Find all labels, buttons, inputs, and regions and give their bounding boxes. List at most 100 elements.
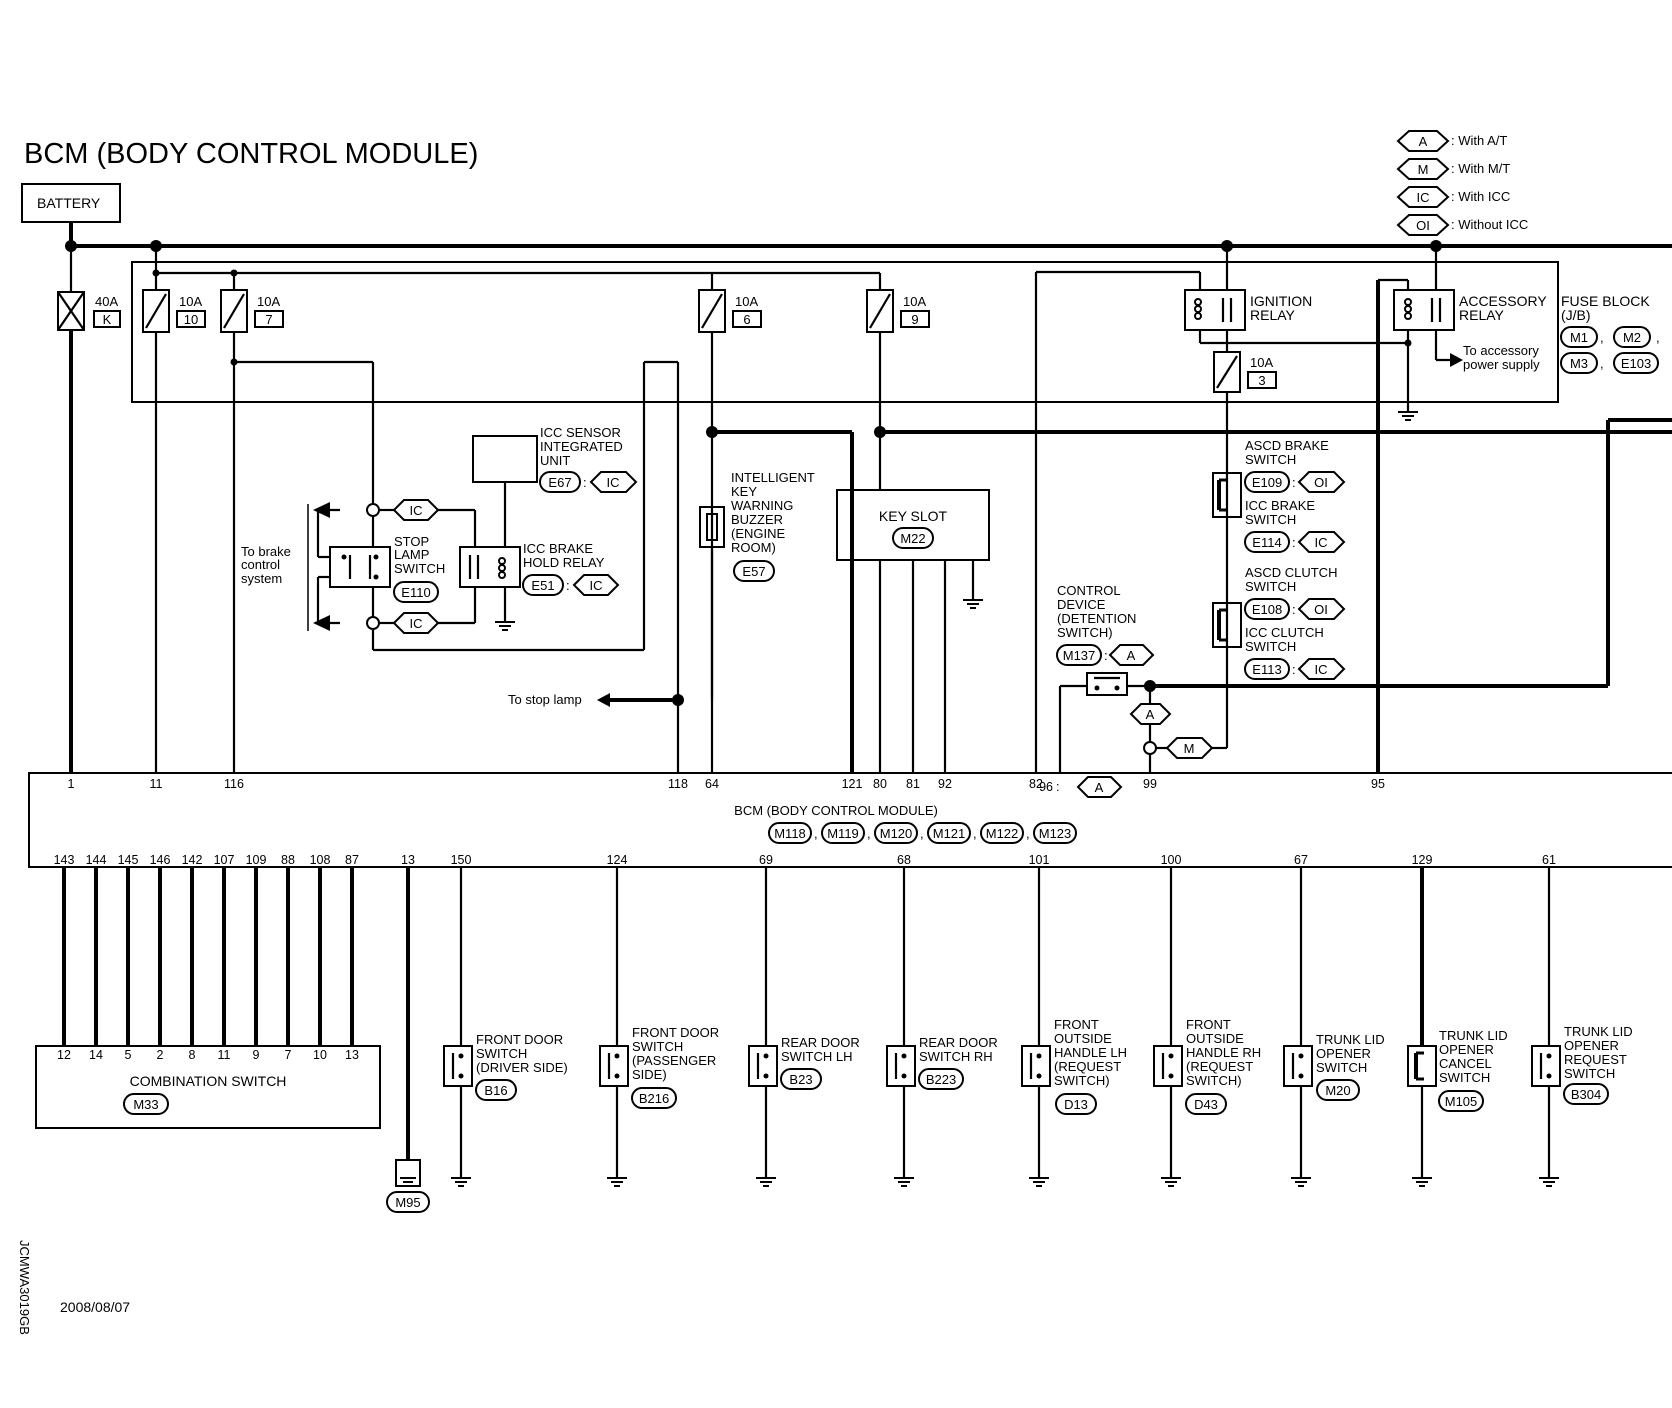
rear-door-switch-rh [886,1045,916,1087]
buzzer-label-5: (ENGINE [731,526,786,541]
junction-tag-m: M [1184,741,1195,756]
stop-lamp-connector: E110 [401,585,430,600]
fuse-block-sep-1: , [1600,330,1604,345]
pin-label: 96 [1039,780,1053,794]
stop-lamp-label-2: LAMP [394,547,429,562]
fuse-block-conn-3: M3 [1570,356,1588,371]
ascd-clutch-connector: E108 [1252,602,1282,617]
sw5-label-1: FRONT [1054,1017,1099,1032]
pin-label: 129 [1412,853,1433,867]
battery-label: BATTERY [37,195,101,211]
ascd-brake-connector: E109 [1252,475,1282,490]
fuse-9-amp: 10A [903,294,926,309]
pin-label: 68 [897,853,911,867]
sw2-label-1: FRONT DOOR [632,1025,719,1040]
ascd-brake-switch [1212,472,1242,518]
ground-m95-connector: M95 [395,1195,420,1210]
pin-label: 64 [705,777,719,791]
sw1-label-3: (DRIVER SIDE) [476,1060,568,1075]
pin-label: 11 [150,777,163,791]
pin-label: 109 [246,853,267,867]
control-device-label-3: (DETENTION [1057,611,1136,626]
ascd-clutch-tag: OI [1314,602,1328,617]
combination-switch [35,1045,381,1129]
bcm-connectors: M118 , M119 , M120 , M121 , M122 , M123 [768,822,1077,844]
sw3-connector: B23 [789,1072,812,1087]
buzzer-connector: E57 [742,564,765,579]
sw6-label-2: OUTSIDE [1186,1031,1244,1046]
sw3-label-2: SWITCH LH [781,1049,853,1064]
ascd-brake-colon: : [1292,475,1296,490]
pin-label: 107 [214,853,235,867]
bcm-label: BCM (BODY CONTROL MODULE) [734,803,938,818]
pin-label: 1 [68,777,75,791]
buzzer-label-2: KEY [731,484,757,499]
pin-label: 61 [1542,853,1556,867]
icc-brake-label-2: SWITCH [1245,512,1296,527]
pin-label: 146 [150,853,171,867]
ascd-clutch-colon: : [1292,602,1296,617]
sw3-label-1: REAR DOOR [781,1035,860,1050]
ascd-clutch-label-2: SWITCH [1245,579,1296,594]
icc-brake-hold-relay [459,546,521,588]
pin-label: 81 [906,777,920,791]
pin-label: 80 [873,777,887,791]
key-slot-label: KEY SLOT [879,508,948,524]
pin-96-tag: A [1095,780,1104,795]
pin-label: 13 [401,853,415,867]
icc-brake-connector: E114 [1252,535,1281,550]
bcm-conn-6: M123 [1039,826,1072,841]
icc-clutch-label-2: SWITCH [1245,639,1296,654]
pin-label: 7 [285,1048,292,1062]
pin-label: 108 [310,853,331,867]
outside-handle-lh-switch [1021,1045,1051,1087]
pin-label: 150 [451,853,472,867]
front-door-switch-passenger [599,1045,629,1087]
fuse-10-num: 10 [184,312,198,327]
pin-label: 82 [1029,777,1043,791]
pin-label: 14 [89,1048,103,1062]
sw9-label-3: REQUEST [1564,1052,1627,1067]
sw8-label-4: SWITCH [1439,1070,1490,1085]
bcm-sep-1: , [814,826,818,841]
sw6-label-3: HANDLE RH [1186,1045,1261,1060]
legend-text-m: : With M/T [1451,161,1510,176]
pin-label: 143 [54,853,75,867]
bcm-conn-4: M121 [933,826,966,841]
fuse-block-conn-1: M1 [1570,330,1588,345]
sw5-label-3: HANDLE LH [1054,1045,1127,1060]
accessory-note-1: To accessory [1463,343,1539,358]
fuse-block-box [131,261,1559,403]
icc-clutch-connector: E113 [1252,662,1281,677]
sw7-label-1: TRUNK LID [1316,1032,1385,1047]
fuse-3-num: 3 [1258,373,1265,388]
front-door-switch-driver [443,1045,473,1087]
sw1-connector: B16 [484,1083,507,1098]
ascd-brake-label-2: SWITCH [1245,452,1296,467]
pin-label: 92 [938,777,952,791]
sw6-connector: D43 [1194,1097,1218,1112]
legend-tag-oi-text: OI [1416,218,1430,233]
pin-label: 67 [1294,853,1308,867]
pin-label: 100 [1161,853,1182,867]
fuse-6-amp: 10A [735,294,758,309]
control-device-label-1: CONTROL [1057,583,1121,598]
brake-note-3: system [241,571,282,586]
sw7-label-3: SWITCH [1316,1060,1367,1075]
buzzer-label-6: ROOM) [731,540,776,555]
icc-sensor-label-3: UNIT [540,453,570,468]
ascd-clutch-switch [1212,602,1242,648]
legend-tag-m-text: M [1418,162,1429,177]
key-slot-connector: M22 [900,531,925,546]
bcm-conn-2: M119 [827,826,859,841]
brake-note-2: control [241,557,280,572]
pin-label: 99 [1143,777,1157,791]
sw8-label-2: OPENER [1439,1042,1494,1057]
pin-label: 121 [842,777,863,791]
icc-clutch-tag: IC [1315,662,1328,677]
stop-lamp-label-1: STOP [394,534,429,549]
pin-label: 13 [345,1048,359,1062]
ignition-relay [1184,289,1246,331]
control-device-connector: M137 [1063,648,1096,663]
